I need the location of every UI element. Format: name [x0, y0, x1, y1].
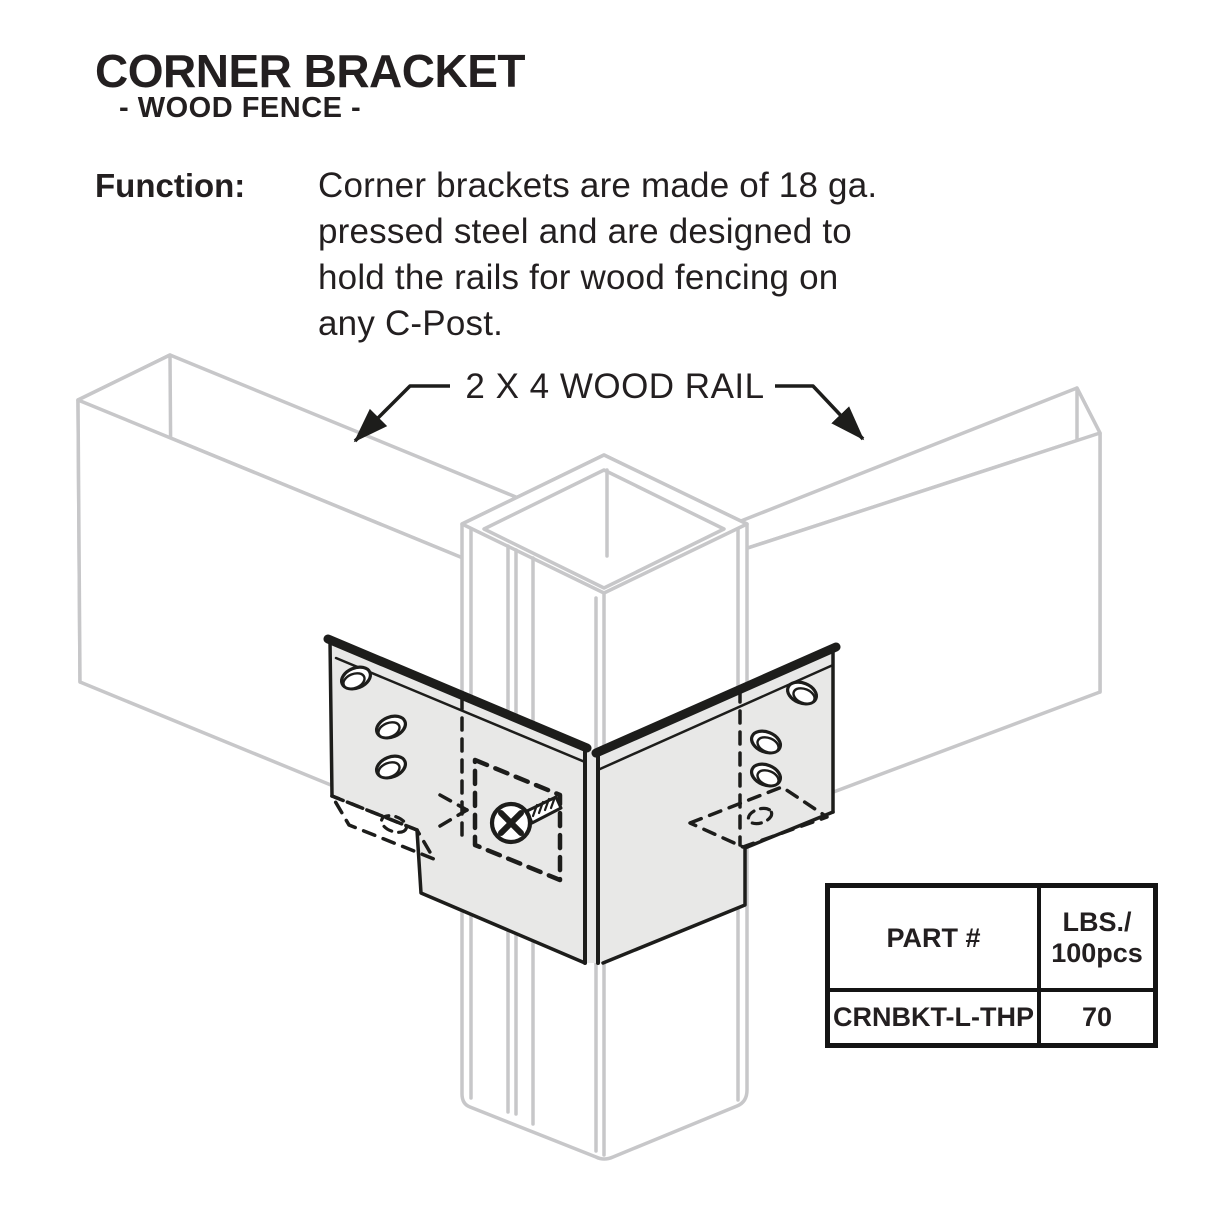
bracket-holes-left — [339, 665, 408, 780]
part-number-header: PART # — [886, 922, 981, 953]
function-description: Corner brackets are made of 18 ga. press… — [318, 163, 877, 347]
lbs-header-line2: 100pcs — [1051, 938, 1143, 968]
post-top-opening — [482, 468, 726, 590]
lbs-header-line1: LBS./ — [1062, 907, 1132, 937]
leader-arrow-right — [775, 384, 865, 441]
right-tab-hole — [746, 806, 774, 826]
carriage-bolt — [489, 795, 563, 845]
phillips-cross-icon — [498, 810, 524, 836]
corner-bracket — [323, 634, 841, 965]
bolt-knockout-hidden-square — [472, 757, 563, 883]
left-tab-hole — [379, 814, 409, 834]
function-line: any C-Post. — [318, 304, 504, 343]
page-subtitle: - WOOD FENCE - — [119, 92, 362, 124]
lbs-header: LBS./ 100pcs — [1037, 888, 1153, 988]
bracket-holes-right — [749, 680, 819, 788]
wood-rail-callout: 2 X 4 WOOD RAIL — [465, 367, 765, 406]
leader-arrow-left — [353, 384, 450, 443]
page-title: CORNER BRACKET — [95, 45, 526, 97]
part-number-value: CRNBKT-L-THP — [830, 988, 1037, 1043]
function-line: Corner brackets are made of 18 ga. — [318, 166, 878, 205]
function-line: hold the rails for wood fencing on — [318, 258, 839, 297]
function-label: Function: — [95, 167, 246, 204]
right-bottom-tab — [688, 785, 829, 849]
function-line: pressed steel and are designed to — [318, 212, 852, 251]
spec-table: PART # LBS./ 100pcs CRNBKT-L-THP 70 — [825, 883, 1158, 1048]
left-bottom-tab — [330, 794, 436, 861]
lbs-value: 70 — [1037, 988, 1153, 1043]
